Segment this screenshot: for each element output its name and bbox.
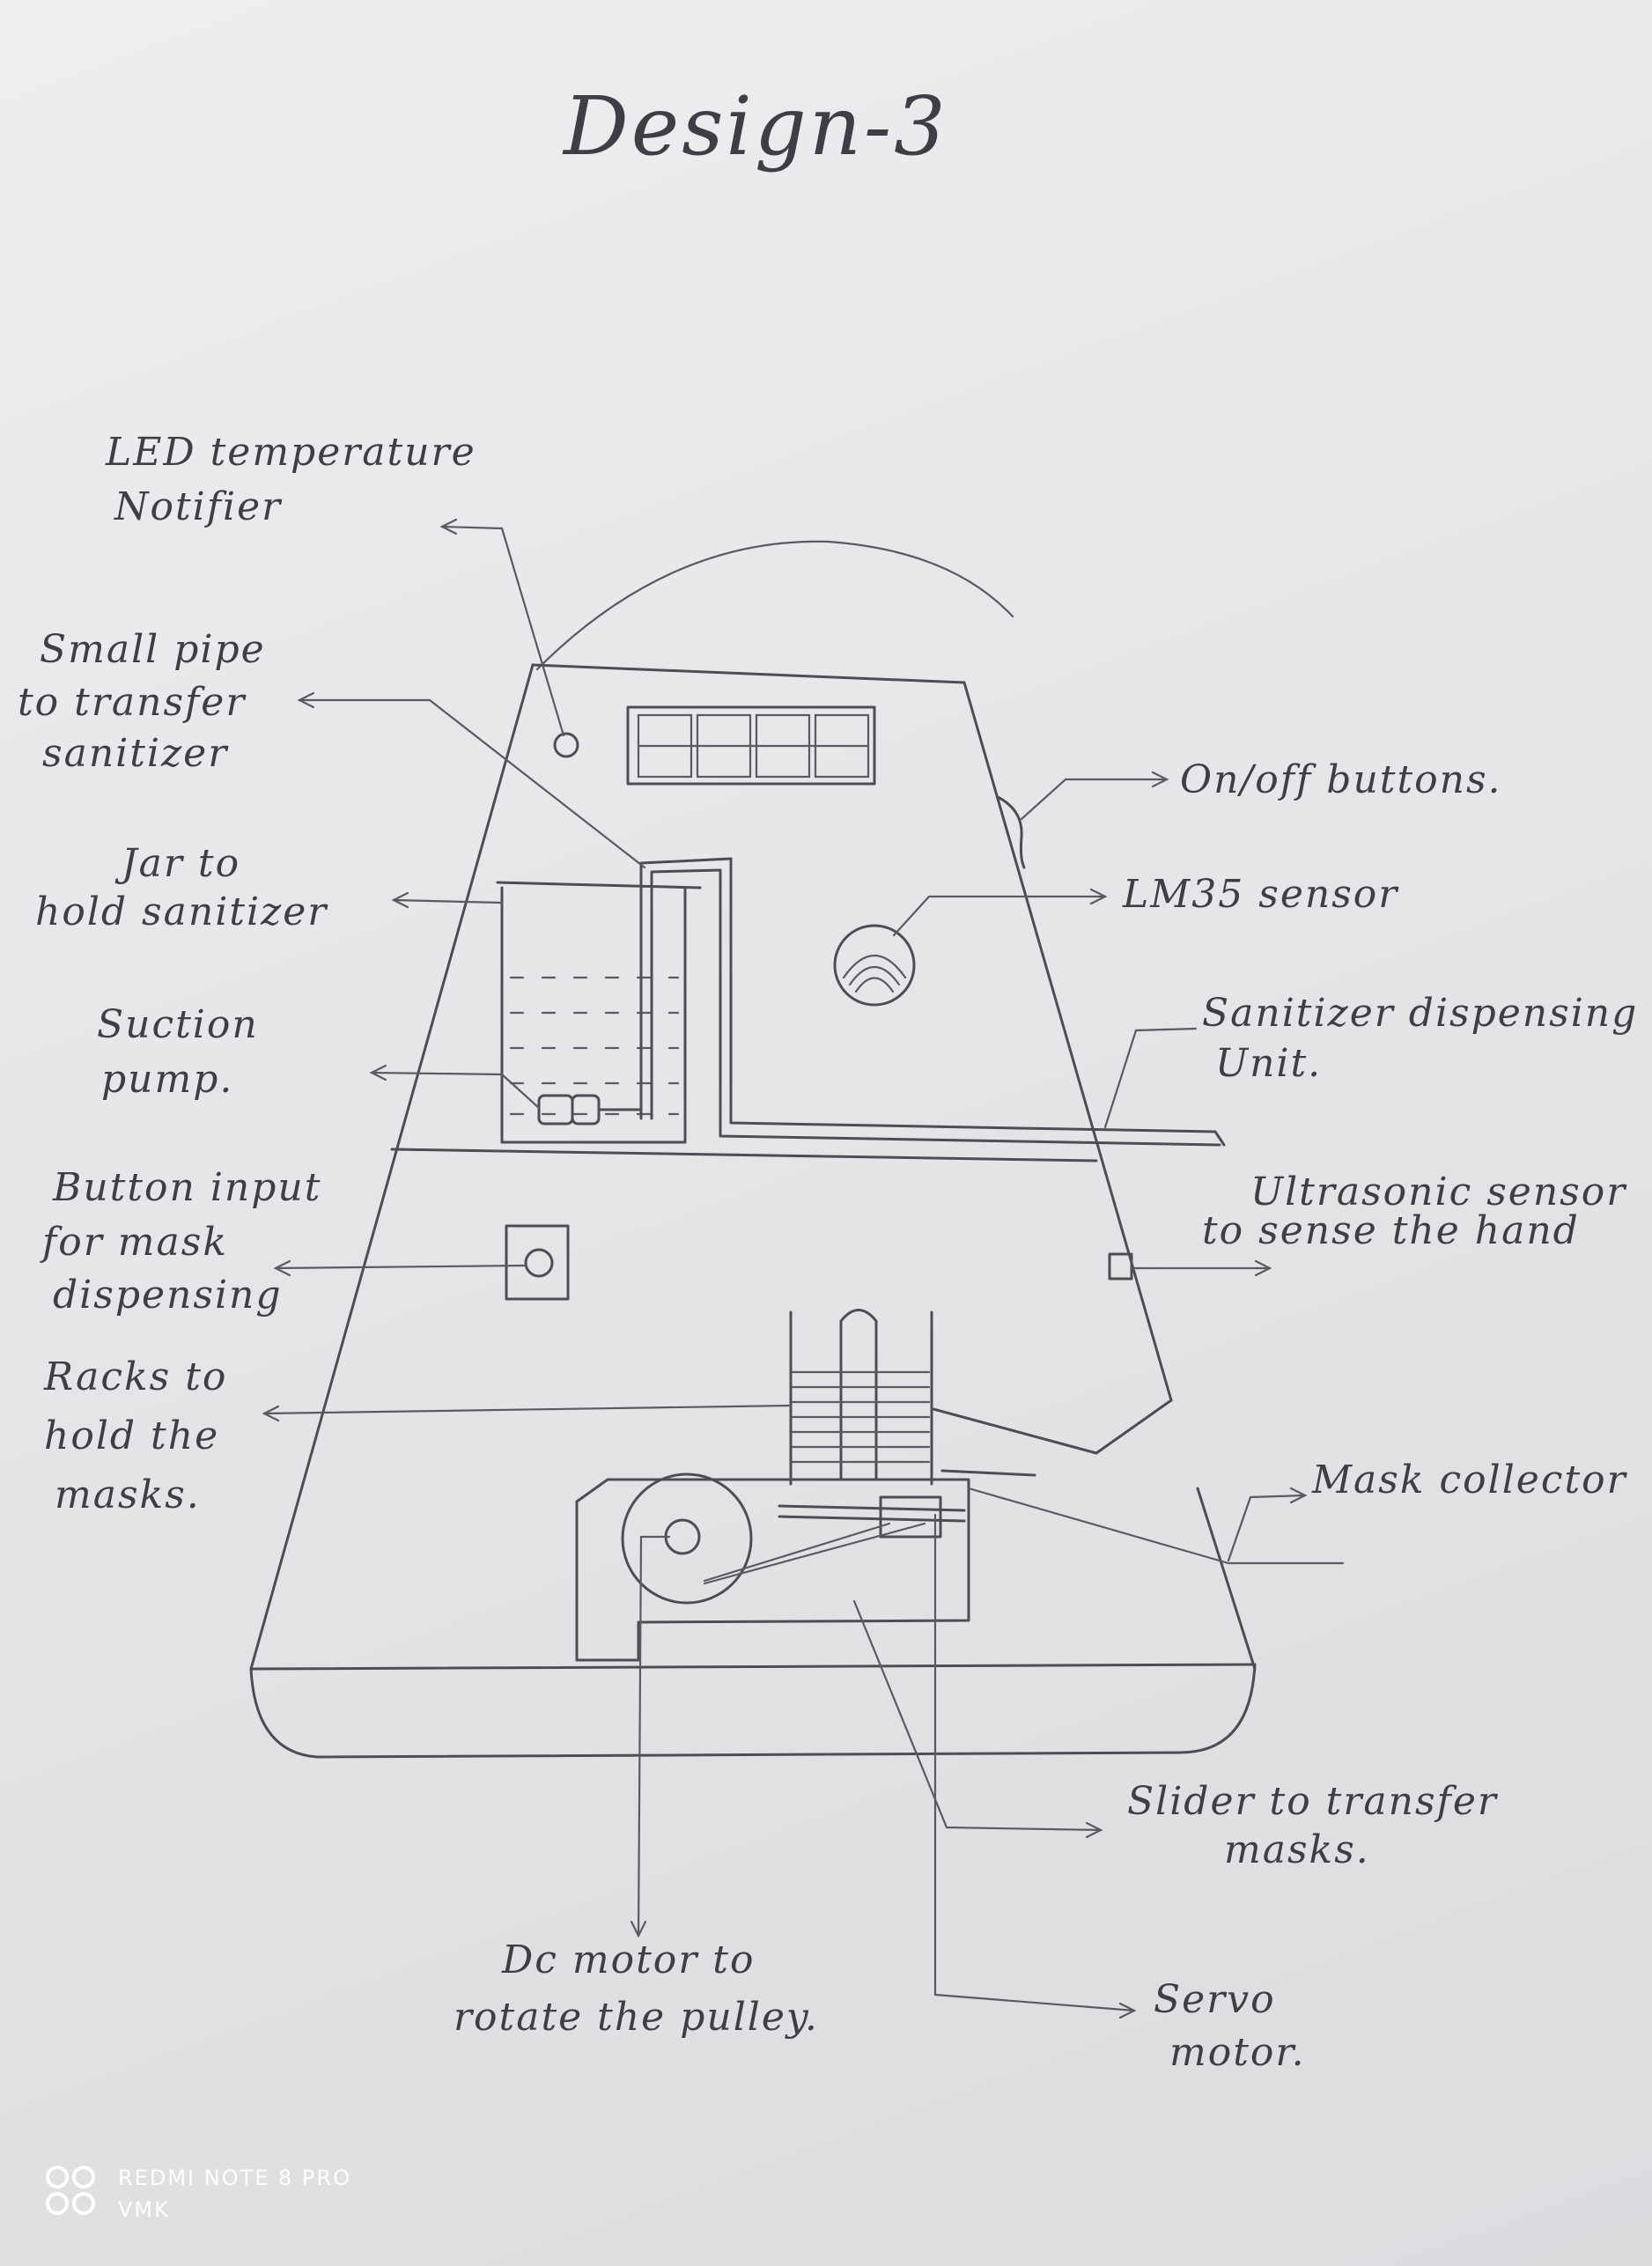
label-dc-motor: Dc motor to rotate the pulley.: [454, 1938, 819, 2040]
dome-outline: [537, 542, 1013, 669]
diagram-title: Design-3: [562, 79, 948, 173]
label-led-notifier: LED temperature Notifier: [105, 430, 490, 529]
label-ultrasonic: Ultrasonic sensor to sense the hand: [1202, 1170, 1641, 1253]
label-servo: Servo motor.: [1154, 1977, 1306, 2075]
lm35-sensor: [835, 926, 914, 1005]
ultrasonic-sensor: [1110, 1254, 1132, 1279]
label-button-input: Button input for mask dispensing: [40, 1165, 336, 1318]
watermark-author: VMK: [118, 2197, 170, 2222]
slider-mechanism: [577, 1474, 969, 1660]
label-lm35: LM35 sensor: [1122, 872, 1399, 917]
servo-block: [881, 1497, 940, 1537]
label-jar: Jar to hold sanitizer: [35, 841, 328, 934]
camera-logo-icon: [42, 2162, 99, 2218]
display-panel: [628, 707, 874, 784]
watermark-device: REDMI NOTE 8 PRO: [118, 2166, 351, 2190]
label-slider: Slider to transfer masks.: [1127, 1779, 1512, 1872]
label-sanitizer-unit: Sanitizer dispensing Unit.: [1202, 991, 1652, 1086]
led-indicator: [555, 734, 578, 757]
label-racks: Racks to hold the masks.: [43, 1354, 241, 1517]
machine-body: [251, 665, 1255, 1757]
mask-rack: [791, 1310, 1035, 1485]
mask-dispense-button: [506, 1226, 568, 1299]
suction-pump: [539, 1096, 641, 1124]
label-on-off: On/off buttons.: [1180, 757, 1502, 802]
label-mask-collector: Mask collector: [1311, 1458, 1628, 1502]
label-suction-pump: Suction pump.: [97, 1002, 273, 1102]
label-small-pipe: Small pipe to transfer sanitizer: [18, 627, 280, 776]
